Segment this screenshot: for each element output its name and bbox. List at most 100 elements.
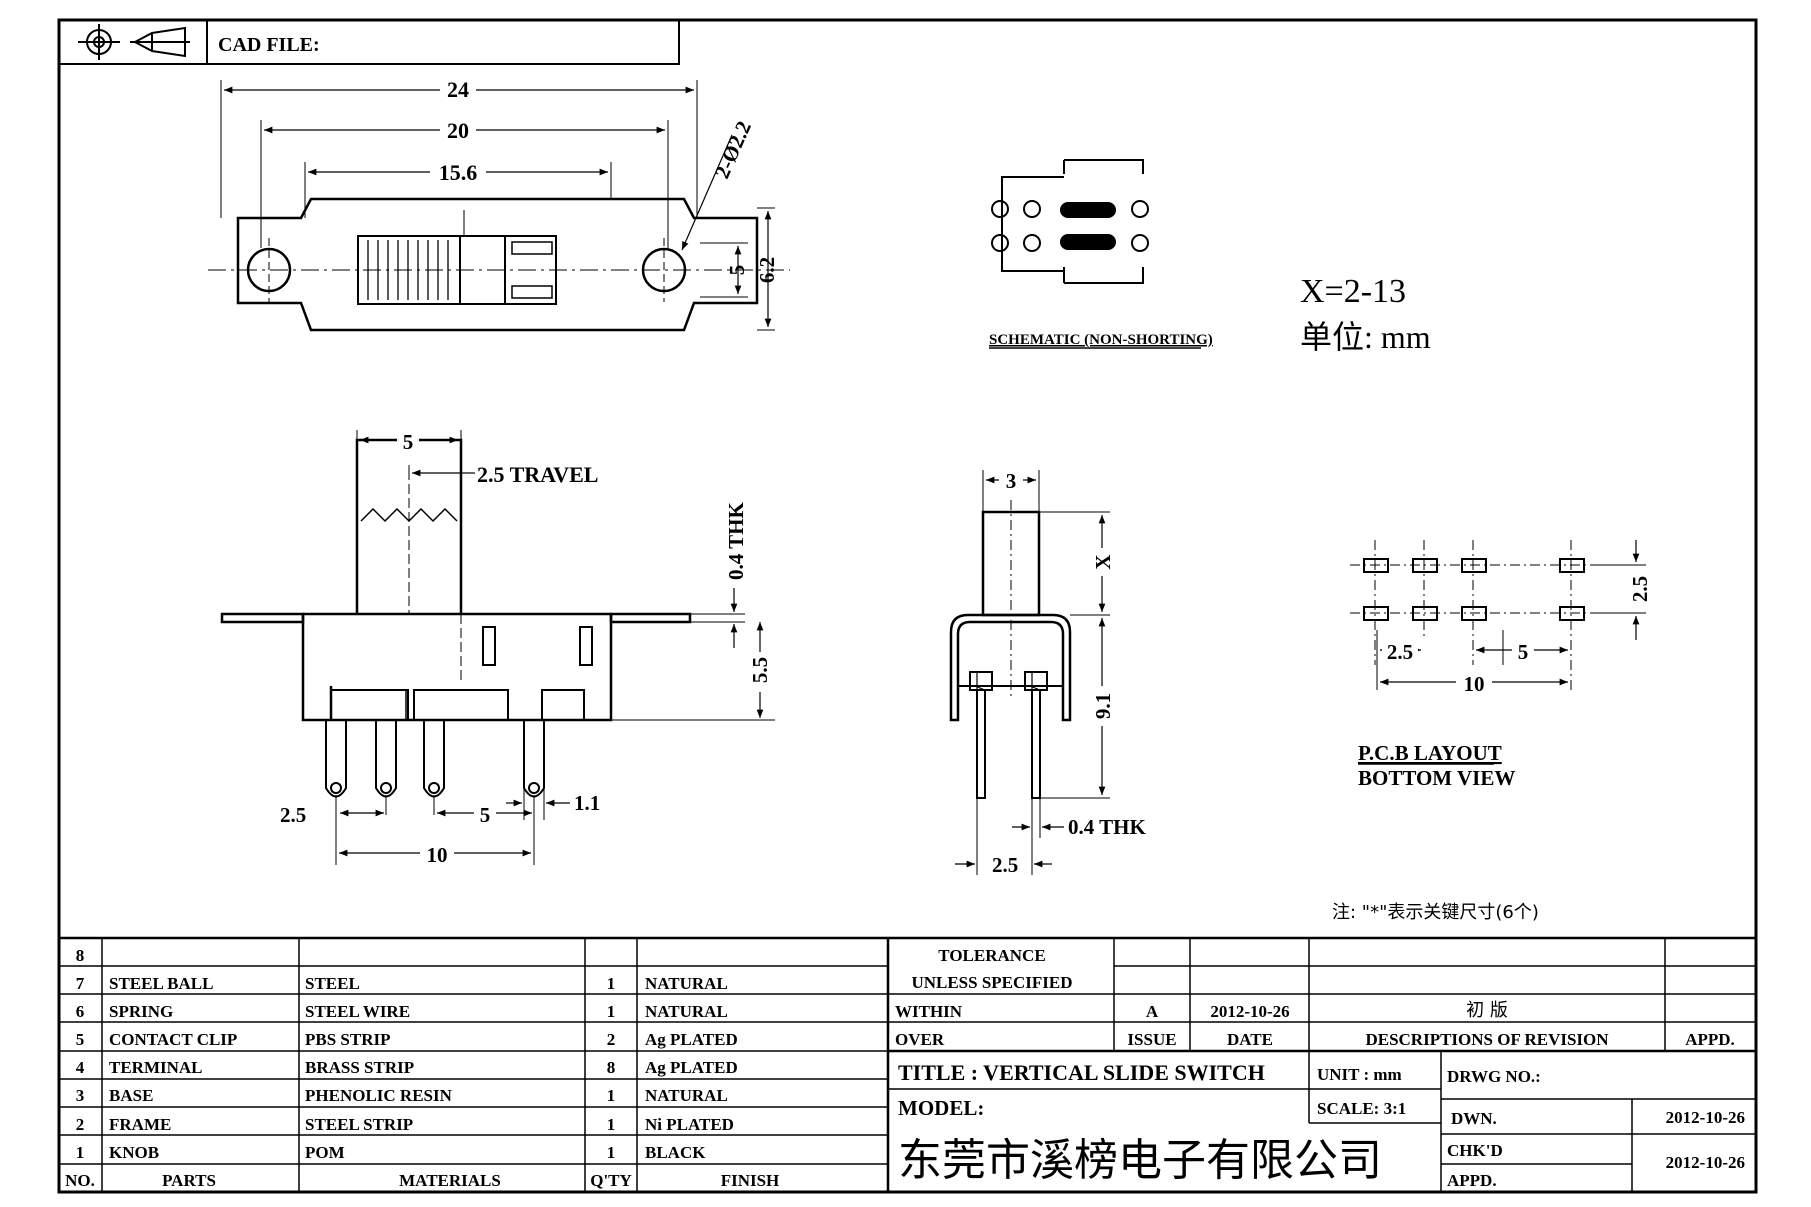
- bom-qty: 1: [607, 974, 616, 993]
- bom-finish: NATURAL: [645, 974, 728, 993]
- date-header: DATE: [1227, 1030, 1273, 1049]
- bom-no: 3: [76, 1086, 85, 1105]
- pin-thk: 0.4 THK: [1068, 815, 1146, 839]
- bom-part: TERMINAL: [109, 1058, 203, 1077]
- pcb-labels: 2.5 2.5 5 10 P.C.B LAYOUT BOTTOM VIEW: [1358, 570, 1652, 790]
- bom-finish: NATURAL: [645, 1002, 728, 1021]
- dwn-label: DWN.: [1451, 1109, 1497, 1128]
- bom-part: CONTACT CLIP: [109, 1030, 237, 1049]
- bom-part: FRAME: [109, 1115, 171, 1134]
- pcb-dim-2-5: 2.5: [1387, 640, 1413, 664]
- plate-thk: 0.4 THK: [724, 502, 748, 580]
- bom-material: STEEL: [305, 974, 360, 993]
- bom-material: POM: [305, 1143, 345, 1162]
- front-dim-5-pitch: 5: [480, 803, 491, 827]
- side-view-labels: 3 X 9.1 0.4 THK 2.5: [992, 468, 1146, 877]
- unless-specified-label: UNLESS SPECIFIED: [911, 973, 1072, 992]
- bom-finish: Ag PLATED: [645, 1058, 738, 1077]
- bom-row: 3 BASE PHENOLIC RESIN 1 NATURAL: [76, 1086, 728, 1105]
- bom-table: [59, 936, 1756, 1192]
- bom-no: 7: [76, 974, 85, 993]
- bom-finish: Ni PLATED: [645, 1115, 734, 1134]
- side-dim-9-1: 9.1: [1091, 693, 1115, 719]
- pcb-title-line1: P.C.B LAYOUT: [1358, 741, 1502, 765]
- dim-6-2: 6.2: [755, 257, 779, 283]
- side-dim-3: 3: [1006, 469, 1017, 493]
- x-range-note: X=2-13: [1300, 273, 1406, 310]
- over-label: OVER: [895, 1030, 945, 1049]
- bom-header-parts: PARTS: [162, 1171, 216, 1190]
- bom-row: 2 FRAME STEEL STRIP 1 Ni PLATED: [76, 1115, 734, 1134]
- model-label: MODEL:: [898, 1096, 984, 1120]
- revision-issue: A: [1146, 1002, 1159, 1021]
- bom-finish: BLACK: [645, 1143, 706, 1162]
- appd-label: APPD.: [1447, 1171, 1497, 1190]
- pin-dim-1-1: 1.1: [574, 791, 600, 815]
- within-label: WITHIN: [895, 1002, 963, 1021]
- bom-header-finish: FINISH: [721, 1171, 780, 1190]
- title-block: [888, 938, 1756, 1192]
- bom-no: 4: [76, 1058, 85, 1077]
- side-dim-2-5: 2.5: [992, 853, 1018, 877]
- projection-symbol-icon: [78, 24, 190, 60]
- bom-row: 4 TERMINAL BRASS STRIP 8 Ag PLATED: [76, 1058, 738, 1077]
- issue-header: ISSUE: [1127, 1030, 1176, 1049]
- top-view: [208, 80, 790, 332]
- bom-material: STEEL WIRE: [305, 1002, 410, 1021]
- front-view: [220, 430, 775, 865]
- bom-finish: Ag PLATED: [645, 1030, 738, 1049]
- dim-holes: 2-Ø2.2: [710, 117, 756, 182]
- descriptions-header: DESCRIPTIONS OF REVISION: [1365, 1030, 1609, 1049]
- bom-part: KNOB: [109, 1143, 159, 1162]
- bom-qty: 1: [607, 1143, 616, 1162]
- bom-row: 6 SPRING STEEL WIRE 1 NATURAL: [76, 1002, 728, 1021]
- front-view-labels: 5 2.5 TRAVEL 0.4 THK 5.5 2.5 5 1.1 10: [280, 428, 772, 867]
- bom-no: 5: [76, 1030, 85, 1049]
- bom-row: 5 CONTACT CLIP PBS STRIP 2 Ag PLATED: [76, 1030, 738, 1049]
- check-date: 2012-10-26: [1666, 1153, 1745, 1172]
- bom-row: 7 STEEL BALL STEEL 1 NATURAL: [76, 974, 728, 993]
- bom-qty: 2: [607, 1030, 616, 1049]
- front-dim-5-5: 5.5: [748, 657, 772, 683]
- bom-part: STEEL BALL: [109, 974, 213, 993]
- bom-header-qty: Q'TY: [590, 1171, 632, 1190]
- bom-qty: 1: [607, 1086, 616, 1105]
- front-dim-2-5: 2.5: [280, 803, 306, 827]
- scale-label: SCALE: 3:1: [1317, 1099, 1406, 1118]
- bom-part: SPRING: [109, 1002, 173, 1021]
- bom-qty: 8: [607, 1058, 616, 1077]
- bom-header-no: NO.: [65, 1171, 95, 1190]
- company-name: 东莞市溪榜电子有限公司: [898, 1135, 1382, 1186]
- bom-finish: NATURAL: [645, 1086, 728, 1105]
- schematic: [991, 159, 1149, 284]
- title-block-labels: TOLERANCE UNLESS SPECIFIED WITHIN OVER A…: [895, 946, 1745, 1190]
- dim-20: 20: [447, 118, 469, 143]
- dim-24: 24: [447, 77, 469, 102]
- unit-label: UNIT : mm: [1317, 1065, 1402, 1084]
- drawing-title: TITLE : VERTICAL SLIDE SWITCH: [898, 1060, 1265, 1085]
- bom-material: STEEL STRIP: [305, 1115, 413, 1134]
- bom-material: PHENOLIC RESIN: [305, 1086, 453, 1105]
- dim-5-height: 5: [725, 265, 749, 276]
- tolerance-label: TOLERANCE: [938, 946, 1045, 965]
- bom-row: 8: [76, 946, 85, 965]
- drwg-no-label: DRWG NO.:: [1447, 1067, 1541, 1086]
- key-dimension-note: 注: "*"表示关键尺寸(6个): [1332, 902, 1539, 923]
- schematic-label: SCHEMATIC (NON-SHORTING): [989, 332, 1213, 348]
- header-box: CAD FILE:: [58, 19, 680, 65]
- bom-no: 8: [76, 946, 85, 965]
- cad-file-label: CAD FILE:: [218, 34, 320, 56]
- bom-qty: 1: [607, 1115, 616, 1134]
- chkd-label: CHK'D: [1447, 1141, 1503, 1160]
- side-dim-x: X: [1091, 554, 1115, 569]
- bom-no: 6: [76, 1002, 85, 1021]
- bom-no: 1: [76, 1143, 85, 1162]
- bom-qty: 1: [607, 1002, 616, 1021]
- pcb-dim-5: 5: [1518, 640, 1529, 664]
- travel-dim: 2.5 TRAVEL: [477, 462, 598, 487]
- dwn-date: 2012-10-26: [1666, 1108, 1745, 1127]
- revision-description: 初 版: [1466, 1000, 1508, 1021]
- pcb-dim-10: 10: [1464, 672, 1485, 696]
- bom-material: PBS STRIP: [305, 1030, 391, 1049]
